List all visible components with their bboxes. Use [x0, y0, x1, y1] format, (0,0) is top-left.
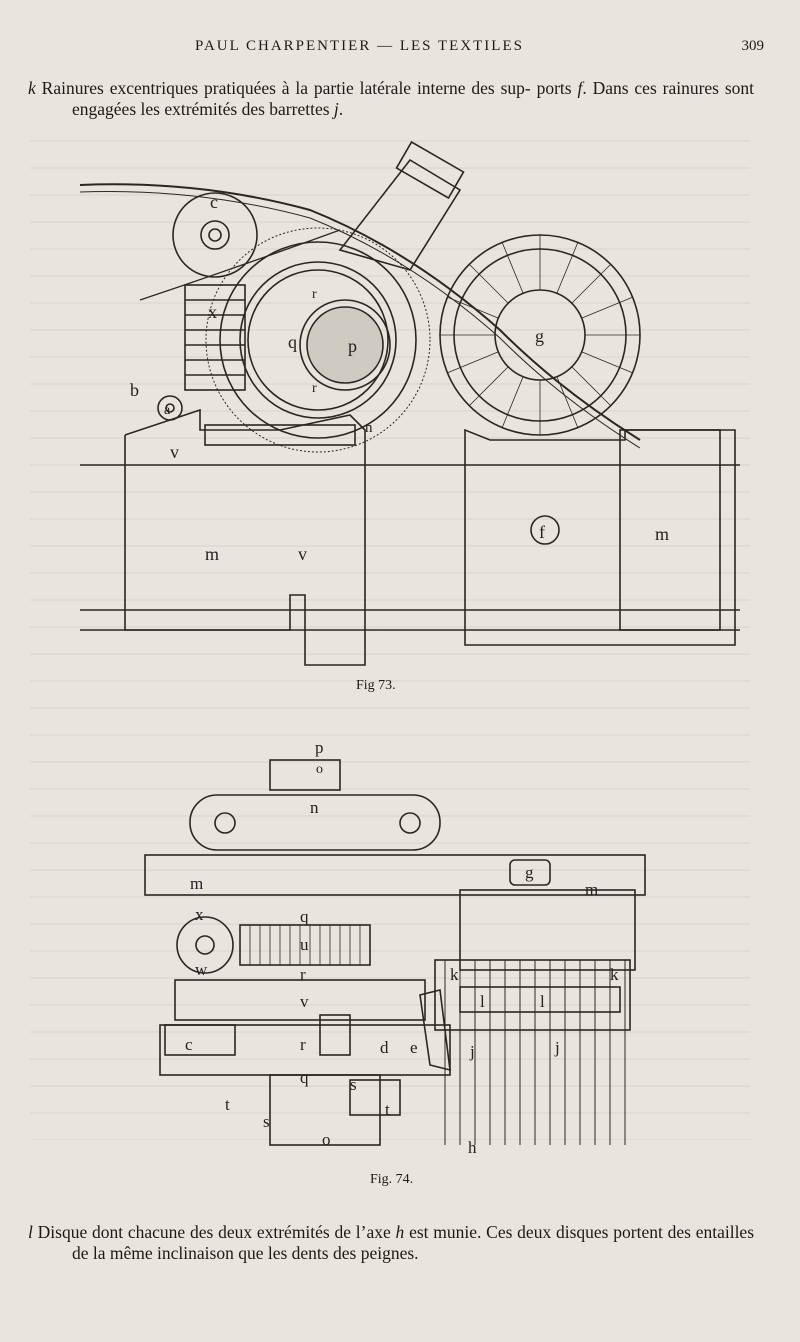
- label-g: g: [535, 326, 544, 346]
- legend-entry-text: k Rainures excentriques pratiquées à la …: [28, 78, 754, 120]
- label-p: p: [348, 336, 357, 356]
- label-s-upper: s: [350, 1075, 357, 1094]
- label-t-right: t: [385, 1100, 390, 1119]
- label-v: v: [300, 992, 309, 1011]
- legend-italic-ref: j: [333, 99, 339, 119]
- label-k-left: k: [450, 965, 459, 984]
- label-n: n: [310, 798, 319, 817]
- label-o-top: o: [316, 762, 323, 777]
- figure-73-illustration: c x a b v m v r r q p n g f m: [79, 140, 740, 680]
- legend-text-part: .: [338, 99, 344, 119]
- legend-entry-l: l Disque dont chacune des deux extrémité…: [28, 1222, 754, 1264]
- legend-text-line: peignes.: [360, 1243, 419, 1263]
- label-x: x: [208, 302, 217, 322]
- label-w: w: [195, 960, 208, 979]
- label-e: e: [410, 1038, 418, 1057]
- label-p: p: [315, 738, 324, 757]
- legend-text-part: est munie. Ces deux: [404, 1222, 552, 1242]
- label-g: g: [525, 863, 534, 882]
- label-k-right: k: [610, 965, 619, 984]
- legend-entry-k: k Rainures excentriques pratiquées à la …: [28, 78, 754, 120]
- legend-entry-text: l Disque dont chacune des deux extrémité…: [28, 1222, 754, 1264]
- label-l-left: l: [480, 992, 485, 1011]
- label-r-bottom: r: [312, 381, 317, 396]
- label-l-right: l: [540, 992, 545, 1011]
- figure-74-illustration: p o n m g m x q u w r v k k l l c r d e: [130, 735, 650, 1157]
- label-c: c: [185, 1035, 193, 1054]
- label-b: b: [130, 380, 139, 400]
- label-h: h: [468, 1138, 477, 1155]
- figure-74-caption: Fig. 74.: [370, 1172, 414, 1187]
- label-q-top: q: [300, 907, 309, 926]
- label-a: a: [164, 403, 171, 418]
- legend-text-line: disques portent des entailles de la même…: [72, 1222, 755, 1263]
- label-o-bottom: o: [322, 1130, 331, 1149]
- label-v: v: [170, 442, 179, 462]
- legend-key: l: [28, 1222, 33, 1242]
- label-r-top: r: [312, 287, 317, 302]
- label-j-right: j: [554, 1038, 560, 1057]
- label-m: m: [205, 544, 219, 564]
- label-t-left: t: [225, 1095, 230, 1114]
- legend-italic-ref: h: [395, 1222, 405, 1242]
- running-title: PAUL CHARPENTIER — LES TEXTILES: [195, 38, 524, 54]
- legend-text-line: Rainures excentriques pratiquées à la pa…: [35, 78, 531, 98]
- legend-text-part: ports: [536, 78, 578, 98]
- label-m-left: m: [190, 874, 203, 893]
- label-m-right: m: [655, 524, 669, 544]
- legend-italic-ref: f: [577, 78, 583, 98]
- label-r-lower: r: [300, 1035, 306, 1054]
- figure-74-drawing: p o n m g m x q u w r v k k l l c r d e: [144, 738, 646, 1157]
- label-j-left: j: [469, 1042, 475, 1061]
- legend-key: k: [28, 78, 36, 98]
- label-v-lower: v: [298, 544, 307, 564]
- label-f: f: [539, 522, 545, 542]
- label-q-lower: q: [300, 1068, 309, 1087]
- label-r-upper: r: [300, 965, 306, 984]
- label-s-lower: s: [263, 1112, 270, 1131]
- figure-73-drawing: c x a b v m v r r q p n g f m: [79, 140, 740, 666]
- label-q: q: [288, 332, 297, 352]
- legend-text-part: . Dans ces rainures sont engagées les ex…: [72, 78, 755, 119]
- legend-text-part: Disque dont chacune des deux extrémités …: [32, 1222, 396, 1242]
- label-c: c: [210, 192, 218, 212]
- label-u: u: [300, 935, 309, 954]
- page-number: 309: [741, 38, 765, 54]
- figure-73-caption: Fig 73.: [356, 678, 396, 693]
- label-m-right: m: [585, 880, 598, 899]
- label-x: x: [195, 905, 204, 924]
- page-header: PAUL CHARPENTIER — LES TEXTILES 309: [0, 38, 800, 62]
- label-d: d: [380, 1038, 389, 1057]
- label-n: n: [365, 420, 373, 436]
